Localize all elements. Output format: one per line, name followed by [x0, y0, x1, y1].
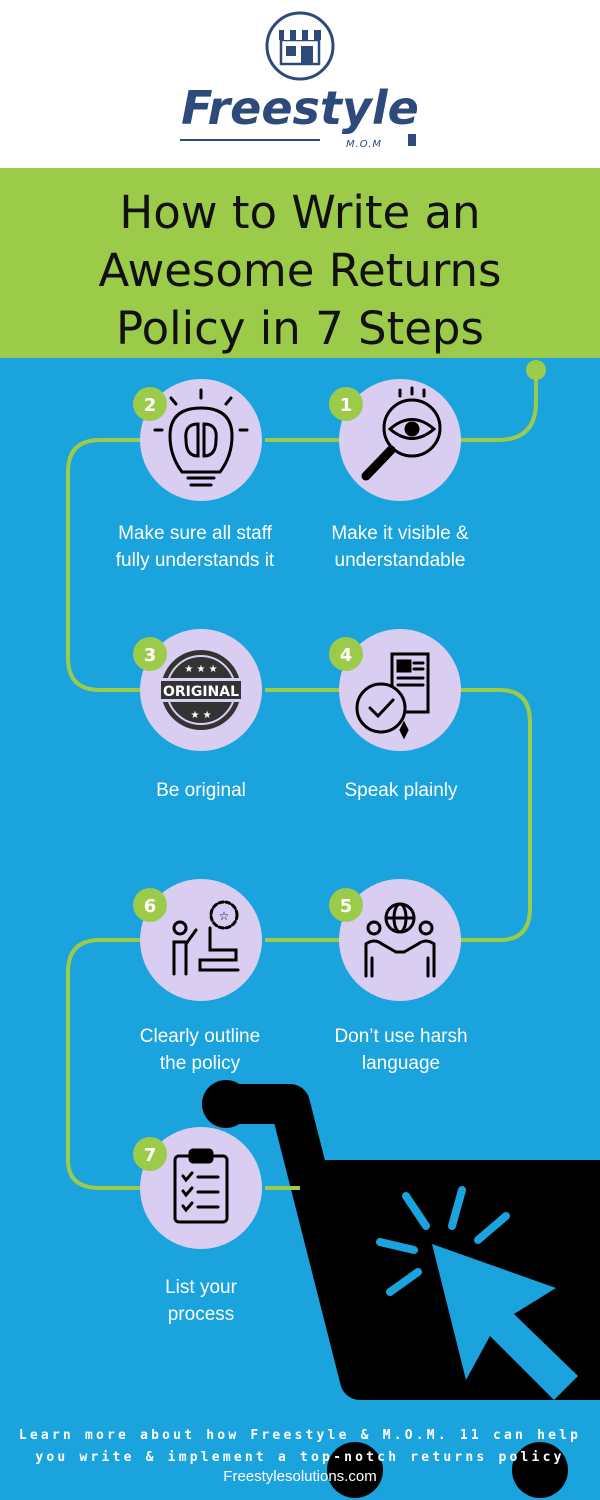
presenter-path-icon: ☆: [172, 900, 240, 976]
footer-url[interactable]: Freestylesolutions.com: [223, 1468, 377, 1485]
step-2-label-line-1: Make sure all staff: [118, 523, 272, 544]
title-line-3: Policy in 7 Steps: [116, 302, 484, 355]
step-5-badge: [329, 888, 363, 922]
brand-underline: [180, 134, 416, 146]
step-6: ☆ 6: [133, 879, 262, 1001]
step-3-number: 3: [144, 645, 157, 666]
step-3-badge: [133, 637, 167, 671]
step-6-number: 6: [144, 896, 157, 917]
step-7: 7: [133, 1127, 262, 1249]
step-4-badge: [329, 637, 363, 671]
steps-artwork: 1 2: [66, 360, 600, 1498]
brand-name: Freestyle: [181, 81, 419, 135]
step-2: 2: [133, 379, 262, 501]
footer-line-1: Learn more about how Freestyle & M.O.M. …: [18, 1428, 582, 1443]
step-3: ORIGINAL ★ ★ ★ ★ ★ 3: [133, 629, 262, 751]
step-1-number: 1: [340, 395, 353, 416]
footer-line-2: you write & implement a top-notch return…: [35, 1450, 565, 1465]
step-6-label-line-1: Clearly outline: [139, 1026, 261, 1047]
original-stamp-icon: ORIGINAL ★ ★ ★ ★ ★: [158, 650, 244, 730]
clipboard-checklist-icon: [173, 1148, 229, 1224]
step-2-badge: [133, 387, 167, 421]
title-line-1: How to Write an: [119, 186, 481, 239]
step-7-label-line-2: process: [167, 1304, 235, 1325]
step-5-label-line-1: Don’t use harsh: [334, 1026, 468, 1047]
title-band: How to Write an Awesome Returns Policy i…: [0, 168, 600, 358]
step-1-label-line-1: Make it visible &: [331, 523, 469, 544]
magnifier-eye-icon: [361, 386, 442, 481]
cursor-click-icon: [376, 1186, 578, 1400]
step-5-number: 5: [340, 896, 353, 917]
header: Freestyle M.O.M: [0, 0, 600, 168]
svg-text:☆: ☆: [219, 909, 230, 923]
progress-path: [66, 372, 538, 1190]
document-check-icon: [355, 652, 430, 740]
step-4: 4: [329, 629, 461, 751]
step-4-label: Speak plainly: [344, 780, 458, 801]
path-start-dot: [526, 360, 546, 380]
step-3-label: Be original: [156, 780, 246, 801]
storefront-logo-icon: [265, 11, 335, 81]
svg-text:★ ★ ★: ★ ★ ★: [184, 664, 217, 675]
svg-text:★ ★: ★ ★: [190, 710, 211, 721]
step-1-label-line-2: understandable: [334, 550, 466, 571]
title-line-2: Awesome Returns: [98, 244, 502, 297]
step-4-number: 4: [340, 645, 353, 666]
step-7-number: 7: [144, 1145, 157, 1166]
step-1-badge: [329, 387, 363, 421]
step-1: 1: [329, 379, 461, 501]
step-6-badge: [133, 888, 167, 922]
step-7-label-line-1: List your: [165, 1277, 237, 1298]
handshake-globe-icon: [364, 902, 436, 978]
step-5-label-line-2: language: [361, 1053, 441, 1074]
step-7-badge: [133, 1137, 167, 1171]
step-2-label-line-2: fully understands it: [115, 550, 275, 571]
step-6-label-line-2: the policy: [159, 1053, 241, 1074]
lightbulb-brain-icon: [153, 388, 249, 487]
step-5: 5: [329, 879, 461, 1001]
stamp-text: ORIGINAL: [163, 684, 239, 700]
step-2-number: 2: [144, 395, 157, 416]
brand-sub: M.O.M: [345, 139, 383, 150]
